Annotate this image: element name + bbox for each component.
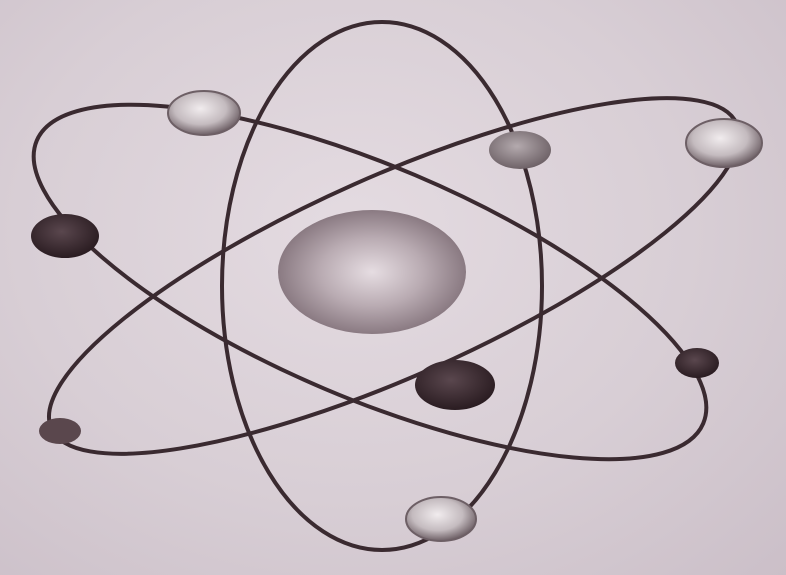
electron-top-right [686,119,762,167]
electron-right [675,348,719,378]
electron-left [31,214,99,258]
electron-bottom [406,497,476,541]
nucleus-icon [278,210,466,334]
electron-top-left [168,91,240,135]
electron-center [415,360,495,410]
electron-bottom-left [39,418,81,444]
electron-top-middle [489,131,551,169]
